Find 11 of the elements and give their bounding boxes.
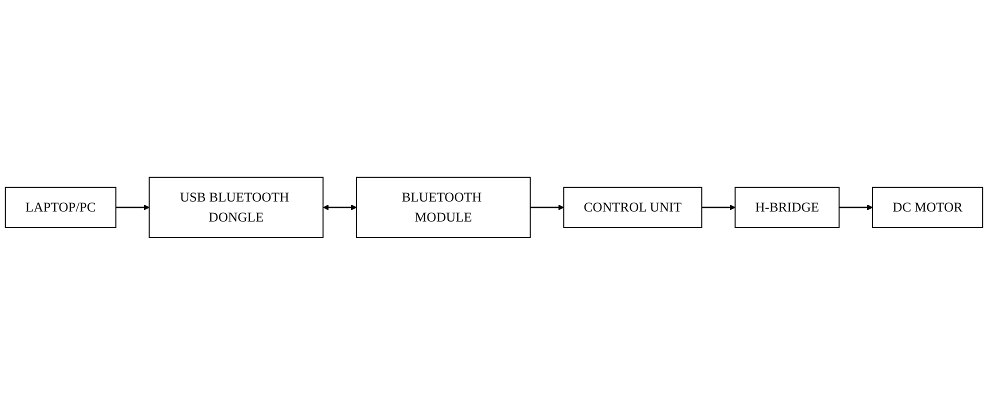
arrow — [530, 204, 564, 210]
node-box: CONTROL UNIT — [563, 186, 702, 228]
arrow — [323, 204, 357, 210]
node-box: H-BRIDGE — [734, 186, 840, 228]
node-box: DC MOTOR — [872, 186, 984, 228]
node-box: LAPTOP/PC — [4, 186, 116, 228]
arrow — [116, 204, 150, 210]
node-box: USB BLUETOOTH DONGLE — [148, 176, 324, 238]
arrow — [839, 204, 873, 210]
node-box: BLUETOOTH MODULE — [356, 176, 531, 238]
arrow — [702, 204, 736, 210]
